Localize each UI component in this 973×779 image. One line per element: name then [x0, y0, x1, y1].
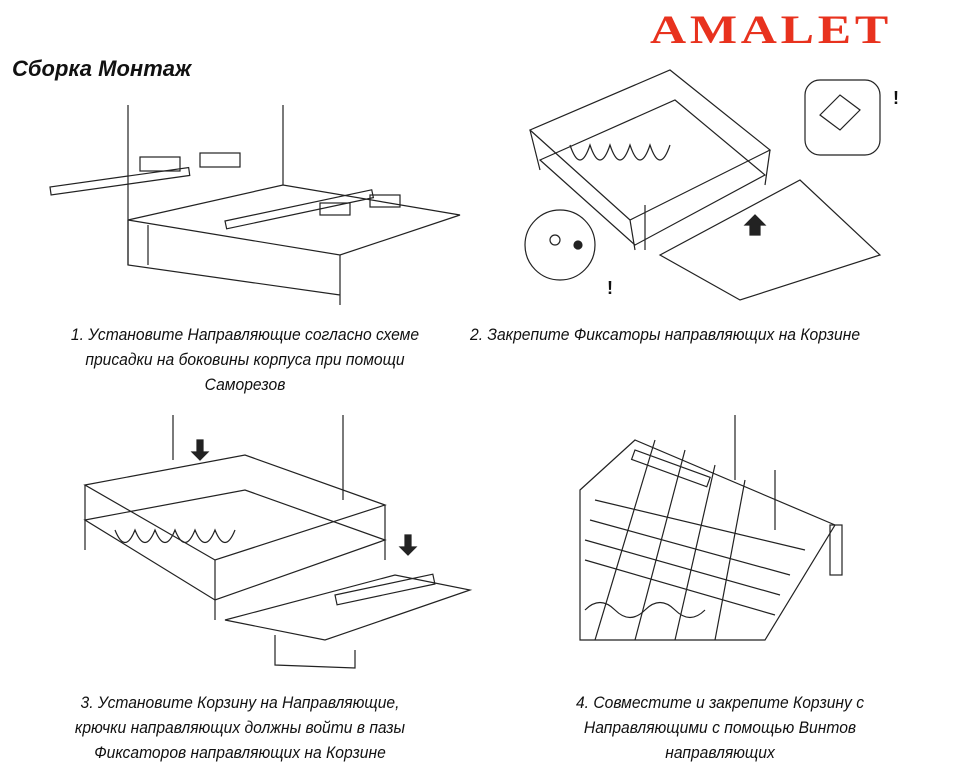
step-1-illustration — [49, 105, 461, 305]
caption-line: 2. Закрепите Фиксаторы направляющих на К… — [470, 325, 861, 344]
step-1-caption: 1. Установите Направляющие согласно схем… — [43, 322, 448, 397]
caption-line: 1. Установите Направляющие согласно схем… — [70, 325, 420, 344]
caption-line: крючки направляющих должны войти в пазы — [74, 718, 406, 737]
step-2-illustration — [524, 69, 882, 301]
caption-line: направляющих — [665, 743, 775, 762]
step-4-caption: 4. Совместите и закрепите Корзину с Напр… — [536, 690, 904, 765]
step-4-illustration — [579, 415, 843, 641]
caption-line: 3. Установите Корзину на Направляющие, — [80, 693, 400, 712]
step-2-caption: 2. Закрепите Фиксаторы направляющих на К… — [470, 322, 921, 347]
caption-line: Направляющими с помощью Винтов — [583, 718, 857, 737]
caption-line: 4. Совместите и закрепите Корзину с — [575, 693, 865, 712]
amalet-logo: AMALET — [650, 7, 892, 52]
page-title: Сборка Монтаж — [12, 56, 192, 81]
caption-line: Саморезов — [204, 375, 286, 394]
step-3-illustration — [83, 415, 473, 669]
step-3-caption: 3. Установите Корзину на Направляющие, к… — [38, 690, 443, 765]
caption-line: присадки на боковины корпуса при помощи — [85, 350, 405, 369]
warning-mark-2: ! — [607, 278, 613, 298]
caption-line: Фиксаторов направляющих на Корзине — [94, 743, 386, 762]
warning-mark-1: ! — [893, 88, 899, 108]
